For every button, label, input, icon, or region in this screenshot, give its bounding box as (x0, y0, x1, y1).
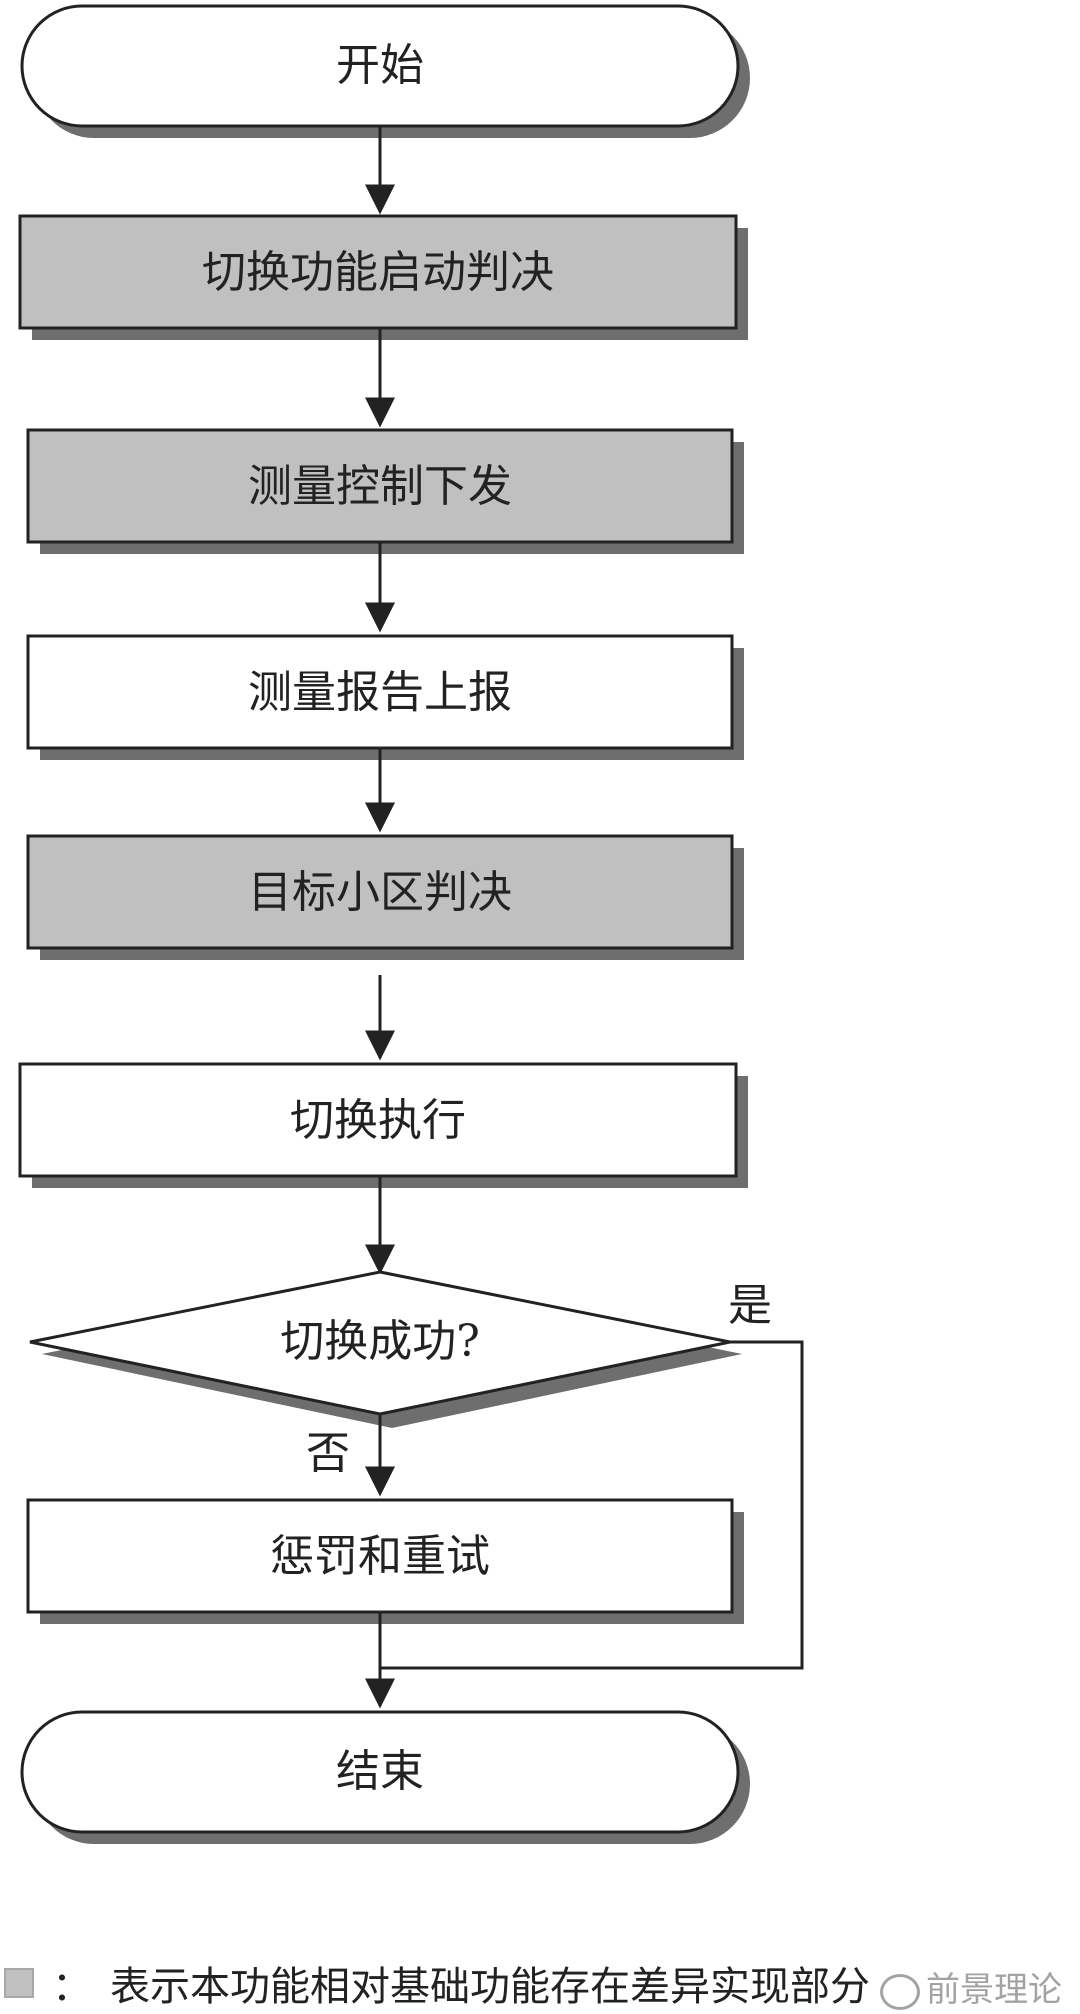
legend-text: 表示本功能相对基础功能存在差异实现部分 (110, 1964, 870, 2010)
step-handover-trigger-label: 切换功能启动判决 (202, 247, 554, 298)
step-measure-control-label: 测量控制下发 (248, 461, 512, 512)
decision-node: 切换成功? (29, 1270, 742, 1428)
step-measure-report: 测量报告上报 (26, 634, 744, 760)
watermark: 前景理论 (880, 1962, 1062, 2011)
wechat-icon (880, 1973, 920, 2010)
step-measure-report-label: 测量报告上报 (248, 667, 512, 718)
start-label: 开始 (336, 40, 424, 91)
step-measure-control: 测量控制下发 (26, 428, 744, 554)
end-label: 结束 (336, 1746, 424, 1797)
step-handover-exec: 切换执行 (18, 1062, 748, 1188)
yes-label: 是 (728, 1280, 772, 1331)
flowchart: 开始 切换功能启动判决 测量控制下发 测量报告上报 目标小区判决 切换执行 (18, 4, 804, 1844)
start-terminal: 开始 (20, 4, 750, 138)
watermark-text: 前景理论 (926, 1970, 1062, 2010)
legend: ： 表示本功能相对基础功能存在差异实现部分 (0, 1952, 1080, 2014)
legend-swatch (4, 1968, 34, 1998)
decision-label: 切换成功? (280, 1316, 480, 1367)
step-handover-exec-label: 切换执行 (290, 1095, 466, 1146)
step-penalty-retry-label: 惩罚和重试 (270, 1531, 490, 1582)
step-handover-trigger: 切换功能启动判决 (18, 214, 748, 340)
step-penalty-retry: 惩罚和重试 (26, 1498, 744, 1624)
end-terminal: 结束 (20, 1710, 750, 1844)
step-target-cell: 目标小区判决 (26, 834, 744, 960)
no-label: 否 (306, 1428, 350, 1479)
yes-branch-line (380, 1340, 804, 1670)
step-target-cell-label: 目标小区判决 (248, 867, 512, 918)
legend-colon: ： (52, 1964, 92, 2010)
